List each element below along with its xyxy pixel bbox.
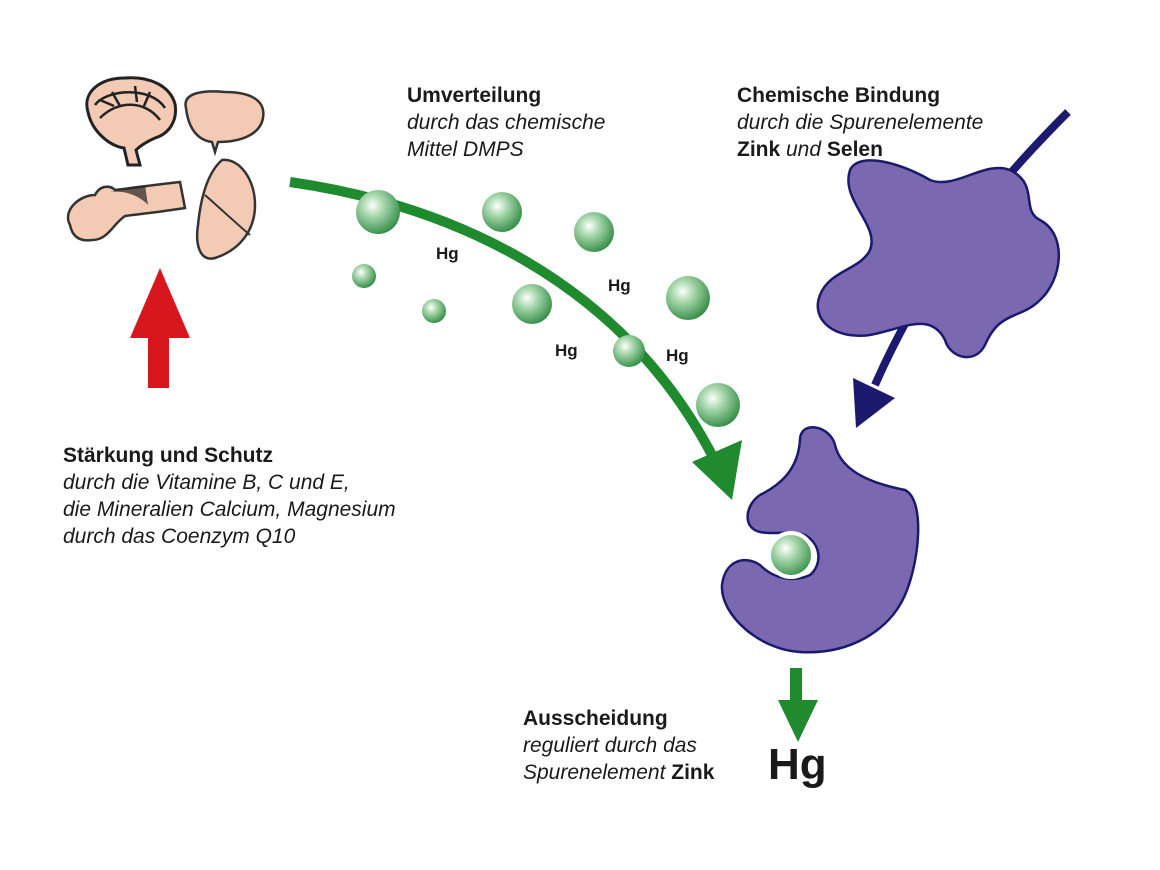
mercury-sphere (696, 383, 740, 427)
umverteilung-caption: Umverteilung durch das chemische Mittel … (407, 82, 605, 163)
caption-line: Mittel DMPS (407, 138, 524, 161)
mercury-spheres (352, 190, 815, 579)
mercury-sphere (482, 192, 522, 232)
caption-line: durch die Spurenelemente (737, 111, 984, 134)
caption-line: durch das Coenzym Q10 (63, 525, 296, 548)
mercury-sphere (422, 299, 446, 323)
excretion-arrow (778, 668, 818, 742)
hg-label: Hg (555, 341, 578, 360)
caption-line: reguliert durch das (523, 734, 697, 757)
brain-icon (85, 76, 178, 167)
red-up-arrow (130, 268, 190, 388)
mercury-sphere (666, 276, 710, 320)
caption-line: durch das chemische (407, 111, 606, 134)
mercury-sphere (356, 190, 400, 234)
spurenelement-text: Spurenelement (523, 761, 672, 784)
liver-icon (196, 158, 257, 260)
green-curved-arrow (289, 177, 717, 458)
navy-arrowhead (853, 378, 895, 428)
bone-icon (66, 180, 187, 242)
selen-term: Selen (826, 138, 883, 161)
caption-title: Stärkung und Schutz (63, 444, 273, 467)
kidney-icon (184, 90, 265, 157)
mercury-sphere (574, 212, 614, 252)
ausscheidung-caption: Ausscheidung reguliert durch das Spurene… (523, 705, 714, 786)
caption-line: durch die Vitamine B, C und E, (63, 471, 350, 494)
bound-mercury-sphere (767, 531, 815, 579)
hg-label: Hg (666, 346, 689, 365)
und-text: und (780, 138, 827, 161)
binding-protein-top (816, 159, 1061, 359)
mercury-sphere (512, 284, 552, 324)
mercury-sphere (613, 335, 645, 367)
bindung-caption: Chemische Bindung durch die Spurenelemen… (737, 82, 983, 163)
staerkung-caption: Stärkung und Schutz durch die Vitamine B… (63, 442, 396, 550)
caption-line: die Mineralien Calcium, Magnesium (63, 498, 396, 521)
mercury-sphere (352, 264, 376, 288)
caption-line: Zink und Selen (737, 136, 983, 163)
caption-title: Umverteilung (407, 84, 542, 107)
zink-term: Zink (737, 138, 781, 161)
excreted-hg-label: Hg (768, 740, 827, 789)
green-arrowhead (692, 440, 742, 500)
hg-label: Hg (436, 244, 459, 263)
caption-title: Ausscheidung (523, 707, 668, 730)
caption-title: Chemische Bindung (737, 84, 941, 107)
binding-protein-bottom (720, 426, 920, 654)
zink-term: Zink (671, 761, 715, 784)
caption-line: Spurenelement Zink (523, 759, 714, 786)
hg-label: Hg (608, 276, 631, 295)
